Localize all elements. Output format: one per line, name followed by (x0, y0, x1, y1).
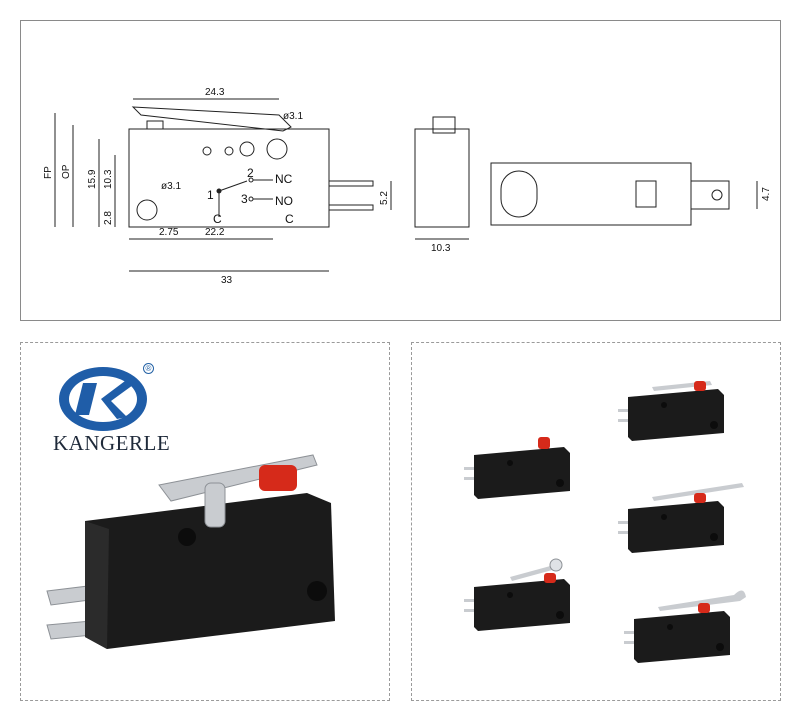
variant-pin-plunger (464, 437, 570, 499)
variant-roller-lever (464, 558, 570, 631)
dim-fp: FP (43, 166, 54, 179)
brand-product-illustration (46, 367, 335, 649)
large-switch-lever-bracket (204, 482, 226, 528)
technical-drawing: 24.3 ø3.1 ø3.1 33 2.75 22.2 FP OP 15.9 1… (43, 87, 772, 286)
bottom-mount-hole (136, 199, 158, 221)
terminal-label-2: 2 (247, 166, 254, 180)
top-mount-hole (266, 138, 288, 160)
top-hole-medium (239, 141, 255, 157)
brand-logo (59, 367, 147, 431)
dim-lever-length: 24.3 (205, 87, 225, 98)
lever-outline (131, 106, 292, 132)
terminal-upper (328, 180, 374, 187)
dim-height-15-9: 15.9 (87, 169, 98, 189)
dim-terminal-pitch: 5.2 (379, 191, 390, 205)
variant-simulated-roller-lever (624, 590, 746, 663)
dim-hole-offset: 2.75 (159, 227, 179, 238)
top-view-terminal-hole (711, 189, 723, 201)
terminal-label-c-right: C (285, 212, 294, 226)
large-switch-mount-hole (307, 581, 327, 601)
variant-short-hinge-lever (618, 381, 724, 441)
top-view-terminal (690, 180, 730, 210)
switch-contact-arm (218, 180, 248, 192)
terminal-label-3: 3 (241, 192, 248, 206)
dim-op: OP (61, 164, 72, 179)
technical-drawing-panel: 24.3 ø3.1 ø3.1 33 2.75 22.2 FP OP 15.9 1… (20, 20, 781, 321)
large-switch-body (85, 493, 335, 649)
variants-panel (411, 342, 781, 701)
terminal-label-c-left: C (213, 212, 222, 226)
top-view-slot (635, 180, 657, 208)
dim-mount-to-mount: 22.2 (205, 227, 225, 238)
terminal-lower (328, 204, 374, 211)
large-switch-actuator (259, 465, 297, 491)
end-view-actuator (432, 116, 456, 134)
large-switch-body-side (85, 521, 109, 649)
large-switch (46, 454, 335, 649)
dim-body-thickness: 10.3 (431, 243, 451, 254)
dim-hole-dia-bottom: ø3.1 (161, 181, 181, 192)
contact-point-3 (248, 196, 254, 202)
dim-hole-dia-top: ø3.1 (283, 111, 303, 122)
dim-height-2-8: 2.8 (103, 211, 114, 225)
lever-pivot (146, 120, 164, 130)
end-view-body (414, 128, 470, 228)
variant-switches (464, 381, 746, 663)
top-view-body (490, 162, 692, 226)
top-view-roller (500, 170, 538, 218)
brand-name: KANGERLE (53, 431, 171, 455)
variant-long-hinge-lever (618, 483, 744, 553)
registered-mark: ® (143, 363, 154, 374)
top-hole-small-1 (202, 146, 212, 156)
dim-height-10-3: 10.3 (103, 169, 114, 189)
dim-terminal-width: 4.7 (761, 187, 772, 201)
top-hole-small-2 (224, 146, 234, 156)
terminal-label-1: 1 (207, 188, 214, 202)
switch-body-outline (128, 128, 330, 228)
terminal-label-nc: NC (275, 172, 293, 186)
large-switch-top-hole (178, 528, 196, 546)
terminal-label-no: NO (275, 194, 293, 208)
brand-panel: ® KANGERLE (20, 342, 390, 701)
dim-overall-width: 33 (221, 275, 233, 286)
